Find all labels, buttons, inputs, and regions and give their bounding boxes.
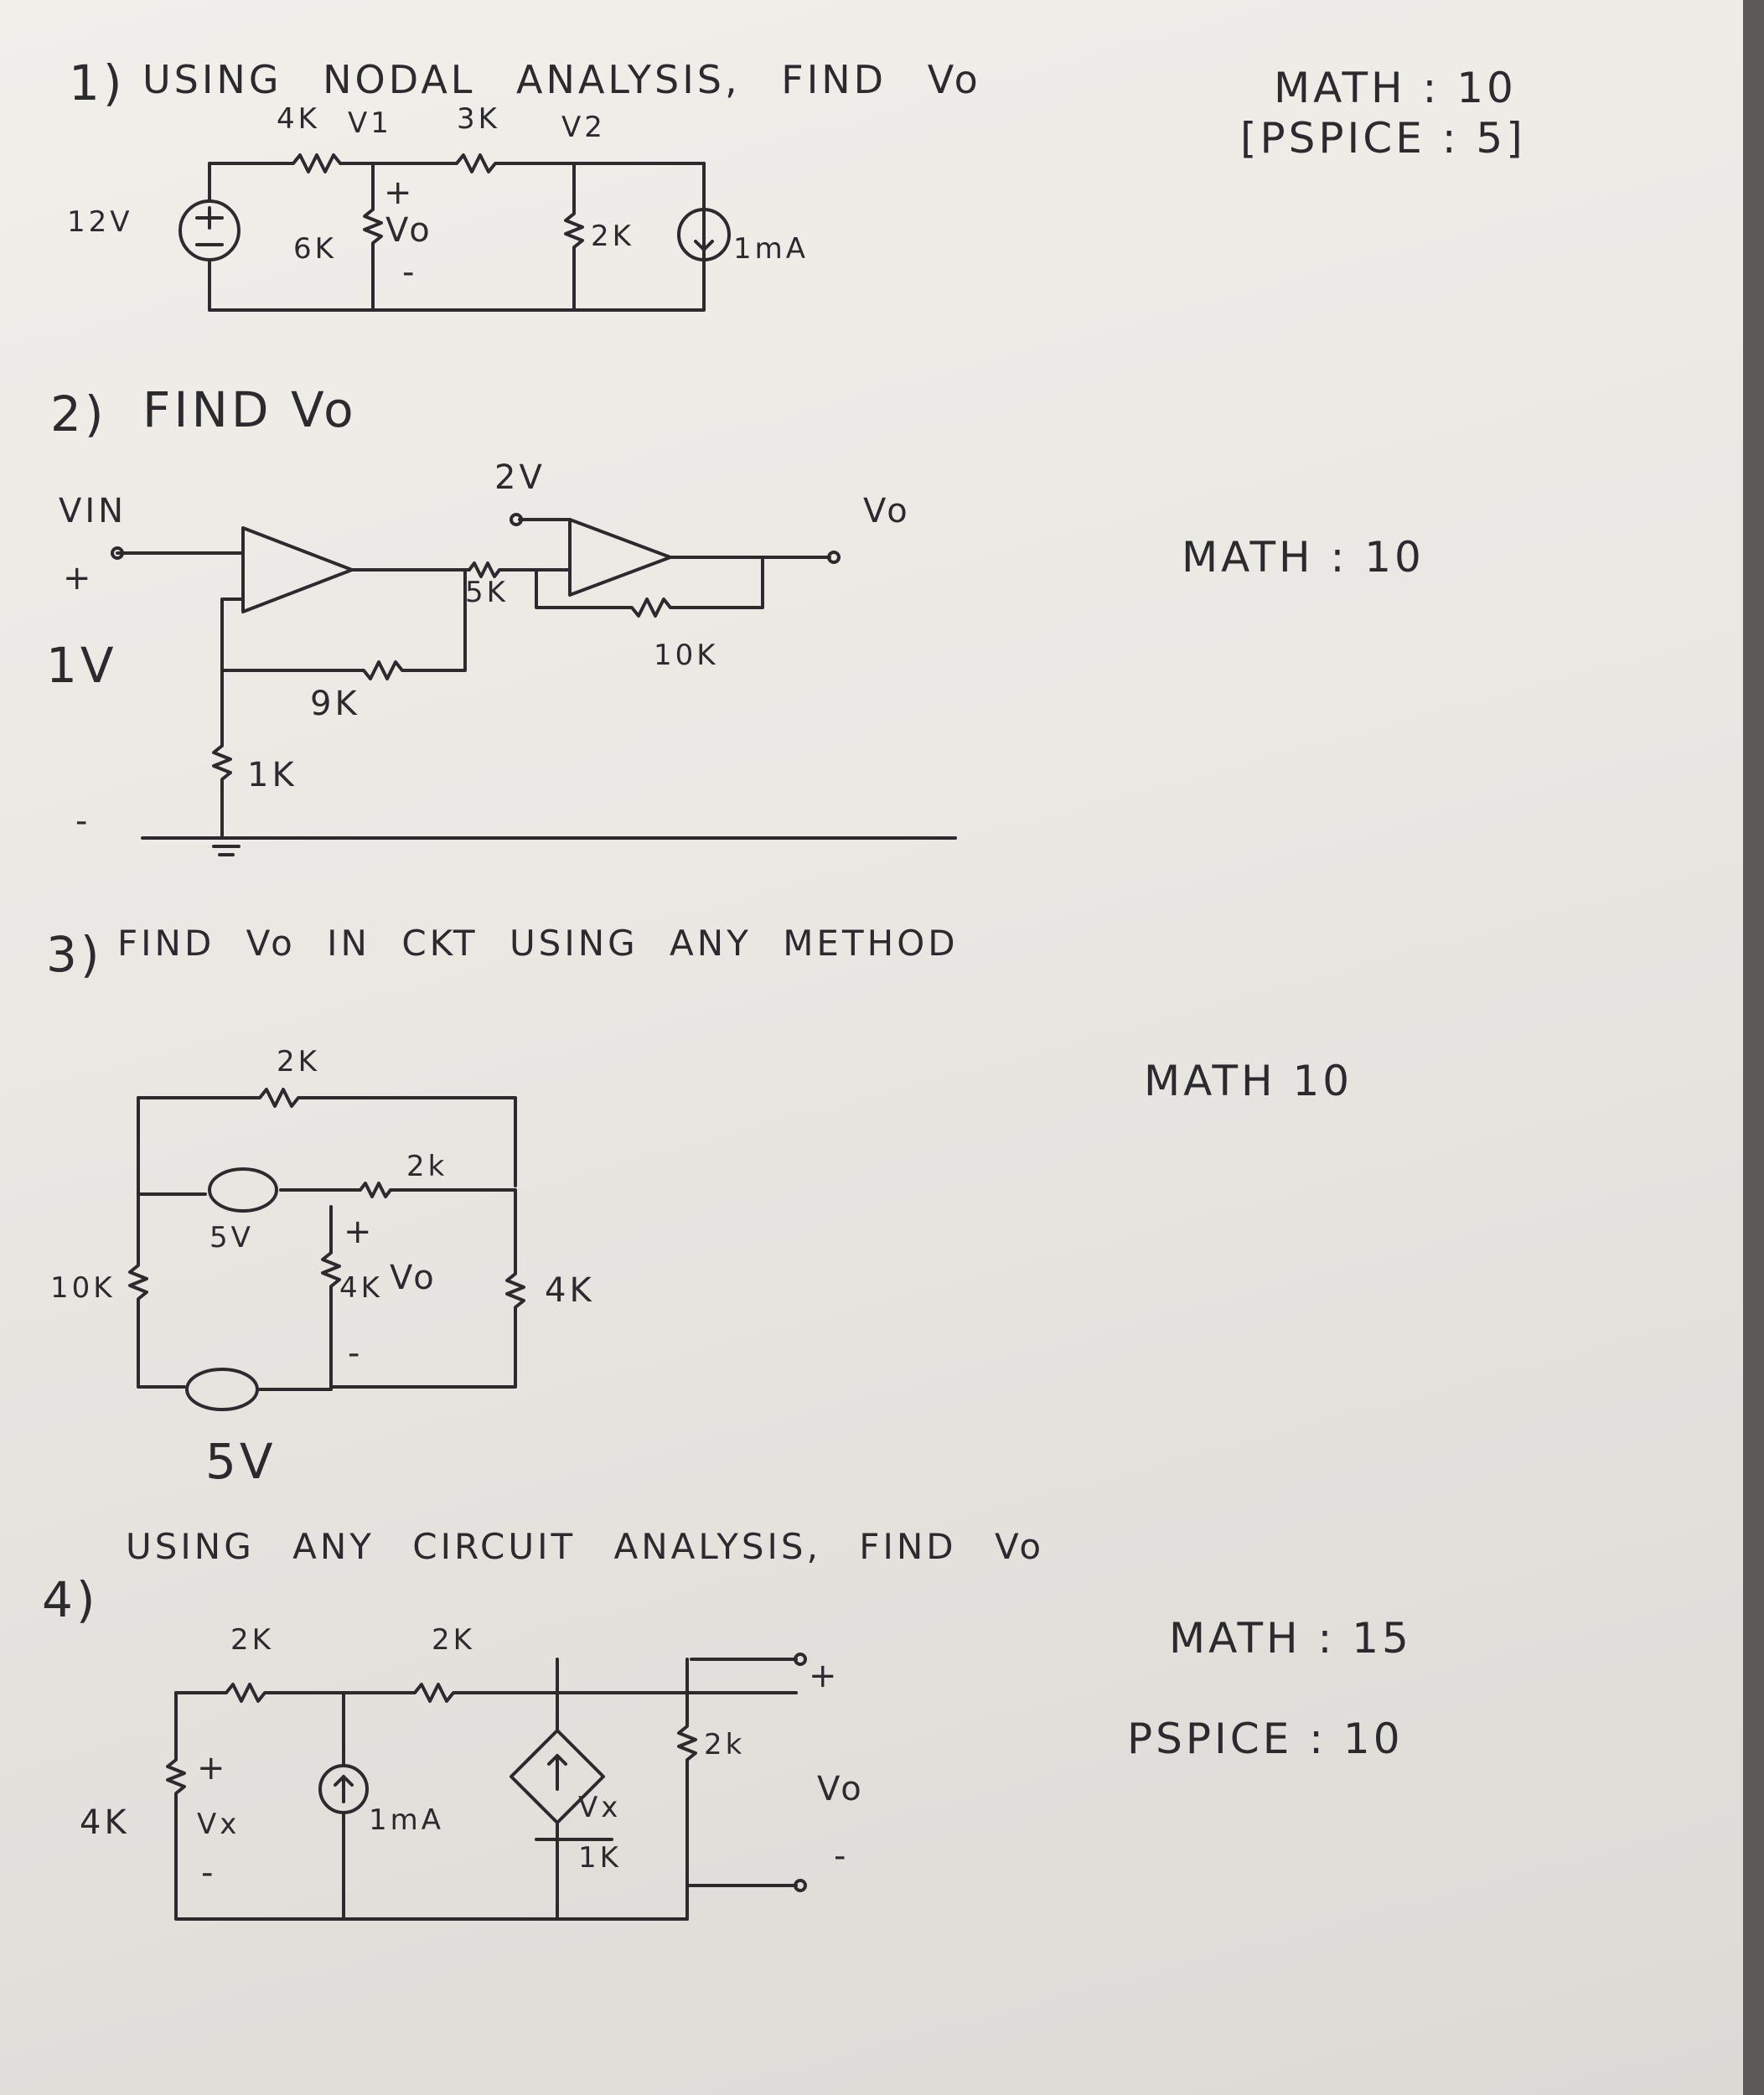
problem-4-pspice-score: PSPICE : 10 [1127,1715,1404,1763]
circuit-2-opamp-2 [568,518,672,597]
problem-1-heading: USING NODAL ANALYSIS, FIND Vo [142,57,981,102]
circuit-3-5v-source-top [208,1167,278,1213]
label-2k-top: 2K [277,1045,320,1079]
label-2k-2: 2K [432,1623,475,1657]
problem-3-heading: FIND Vo IN CKT USING ANY METHOD [117,923,959,964]
label-vo-plus: + [809,1657,841,1695]
label-1ma: 1mA [369,1803,445,1837]
circuit-1-6k-resistor [363,162,383,312]
label-vo: Vo [390,1259,437,1297]
label-5k: 5K [465,576,509,609]
circuit-4-top-wire [174,1683,798,1703]
problem-1-math-score: MATH : 10 [1274,64,1517,112]
problem-1-number: 1) [69,54,126,111]
circuit-1-voltage-source [178,199,241,261]
label-dep-1k: 1K [578,1841,622,1875]
problem-2-math-score: MATH : 10 [1182,533,1425,582]
label-12v: 12V [67,205,133,239]
circuit-2-opamp-1 [241,526,354,613]
label-10k: 10K [50,1271,116,1305]
label-vo-minus: - [834,1837,850,1875]
label-1k: 1K [247,756,297,794]
circuit-2-5k-resistor [463,561,572,578]
label-v2: V2 [561,111,606,144]
label-9k: 9K [310,685,360,723]
label-vx-minus: - [201,1854,217,1892]
label-minus: - [402,253,418,292]
problem-2-number: 2) [50,385,107,442]
label-1v: 1V [46,637,117,694]
problem-4-number: 4) [42,1571,99,1628]
problem-3-number: 3) [46,926,103,983]
label-v1: V1 [348,106,392,140]
circuit-3-top-wire [137,1088,517,1187]
label-2k: 2K [591,220,634,253]
label-2k-1: 2K [230,1623,274,1657]
circuit-2-feedback-1 [212,568,467,840]
label-vx-plus: + [197,1749,229,1787]
label-vo: Vo [863,492,911,530]
circuit-3-5v-source-bottom [185,1368,259,1411]
circuit-4-dependent-source [510,1729,605,1824]
label-1ma: 1mA [733,232,810,266]
label-2k-mid: 2k [406,1150,448,1183]
circuit-4-2k-right [677,1658,697,1921]
label-4k-right: 4K [545,1271,595,1310]
problem-4-math-score: MATH : 15 [1169,1614,1412,1663]
label-vo: Vo [817,1770,865,1808]
circuit-3-10k-left [128,1192,186,1389]
label-plus: + [344,1213,375,1251]
problem-2-heading: FIND Vo [142,381,357,438]
label-vo: Vo [385,211,433,250]
problem-3-math-score: MATH 10 [1144,1057,1353,1105]
label-6k: 6K [293,232,337,266]
label-minus: - [348,1334,364,1373]
label-3k: 3K [457,102,500,136]
circuit-1-top-wire [208,153,706,173]
circuit-2-feedback-2 [535,556,831,618]
label-2v: 2V [494,458,546,497]
circuit-3-4k-center [321,1205,341,1389]
circuit-4-current-source [318,1764,369,1814]
label-plus: + [384,173,416,212]
label-vx: Vx [197,1808,241,1841]
problem-4-heading: USING ANY CIRCUIT ANALYSIS, FIND Vo [126,1526,1045,1567]
label-vin-minus: - [75,802,91,841]
label-2k-right: 2k [704,1728,746,1761]
label-4k: 4K [277,102,320,136]
circuit-1-current-source [677,208,731,261]
label-vin: VIN [59,492,127,530]
circuit-1-2k-resistor [564,162,584,312]
label-4k: 4K [80,1803,130,1842]
label-4k-center: 4K [339,1271,383,1305]
label-vin-plus: + [63,559,95,597]
label-5v-bottom: 5V [205,1433,277,1490]
problem-1-pspice-score: [PSPICE : 5] [1240,114,1526,163]
label-10k: 10K [654,639,719,672]
circuit-4-4k-left [166,1691,689,1921]
label-dep-vx: Vx [578,1791,622,1824]
label-5v-top: 5V [210,1221,254,1254]
